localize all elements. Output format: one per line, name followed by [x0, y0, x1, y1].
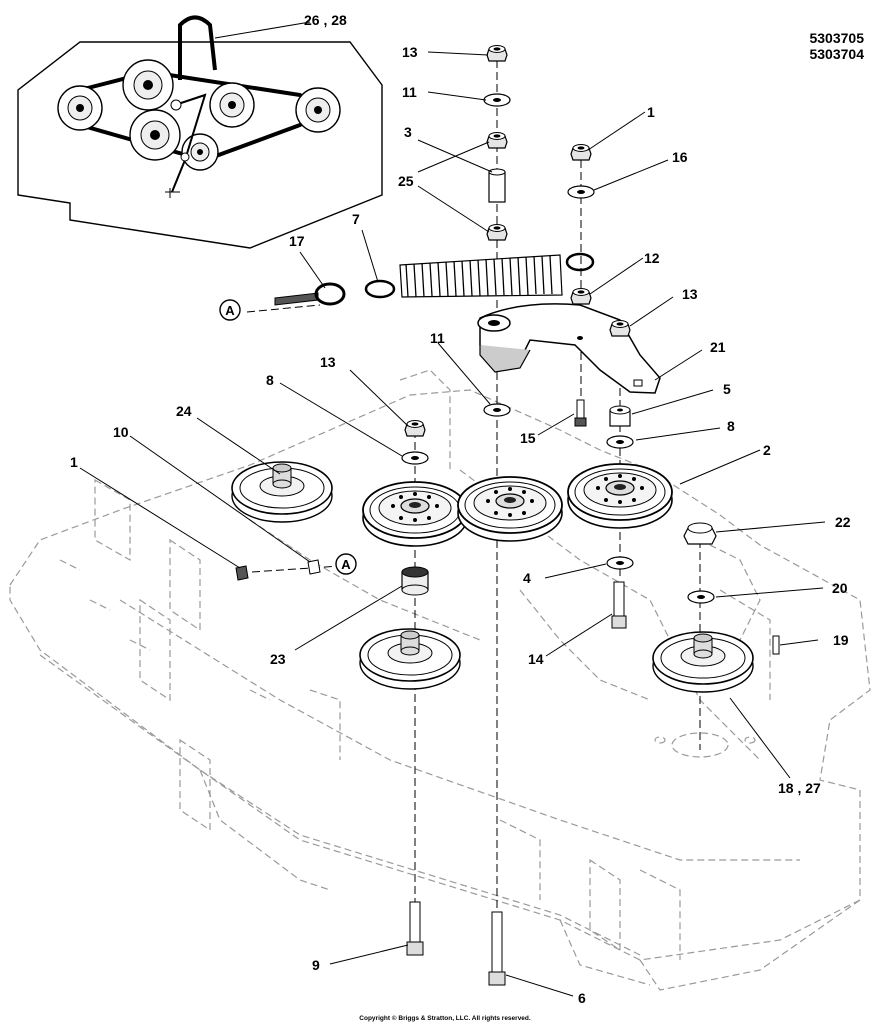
copyright-notice: Copyright © Briggs & Stratton, LLC. All …: [359, 1015, 531, 1022]
reference-marker-a-left: A: [219, 299, 241, 321]
washer-16-icon: [567, 185, 595, 199]
washer-8-right-icon: [606, 435, 634, 449]
callout-8-right: 8: [727, 418, 735, 434]
tension-spring: [399, 254, 563, 298]
nut-13-left-icon: [404, 419, 426, 437]
callout-11-top: 11: [402, 84, 417, 100]
callout-10: 10: [113, 424, 129, 440]
bolt-6-icon: [488, 911, 506, 986]
nut-13-top-icon: [486, 44, 508, 62]
inset-pulley-center: [129, 109, 181, 161]
callout-19: 19: [833, 632, 849, 648]
bracket-10-icon: [307, 559, 321, 575]
callout-18-27: 18 , 27: [778, 780, 821, 796]
callout-5: 5: [723, 381, 731, 397]
nut-22-icon: [683, 522, 717, 545]
callout-26-28: 26 , 28: [304, 12, 347, 28]
nut-12-icon: [570, 287, 592, 305]
pulley-center-left-icon: [362, 481, 468, 547]
inset-pulley-right: [295, 87, 341, 133]
callout-22: 22: [835, 514, 851, 530]
callout-15: 15: [520, 430, 536, 446]
spacer-3-icon: [488, 168, 506, 203]
bolt-9-icon: [406, 901, 424, 956]
callout-25: 25: [398, 173, 414, 189]
part-number-1: 5303705: [809, 30, 864, 46]
callout-3: 3: [404, 124, 412, 140]
bolt-15-icon: [574, 399, 587, 427]
idler-arm: [477, 303, 661, 394]
washer-4-icon: [606, 556, 634, 570]
callout-21: 21: [710, 339, 726, 355]
pulley-lower-left-icon: [359, 628, 461, 690]
callout-4: 4: [523, 570, 531, 586]
spring-hook-left: [364, 279, 396, 299]
callout-23: 23: [270, 651, 286, 667]
inset-pulley-right-upper: [209, 82, 255, 128]
spring-hook-right: [565, 252, 595, 272]
inset-pulley-left: [57, 85, 103, 131]
callout-17: 17: [289, 233, 305, 249]
callout-2: 2: [763, 442, 771, 458]
callout-16: 16: [672, 149, 688, 165]
leader-lines: [79, 21, 826, 997]
callout-12: 12: [644, 250, 660, 266]
callout-13-left: 13: [320, 354, 336, 370]
bearing-25-upper-icon: [486, 131, 508, 149]
spacer-5-icon: [609, 405, 631, 427]
pulley-24-icon: [231, 461, 333, 523]
belt-routing-inset: [17, 15, 383, 249]
part-number-2: 5303704: [809, 46, 864, 62]
inset-pulley-top: [122, 59, 174, 111]
bolt-14-icon: [611, 581, 627, 629]
callout-24: 24: [176, 403, 192, 419]
pin-19-icon: [772, 635, 780, 655]
reference-marker-a-right-label: A: [341, 557, 351, 572]
callout-13-top: 13: [402, 44, 418, 60]
reference-marker-a-right: A: [335, 553, 357, 575]
spacer-23-icon: [401, 566, 429, 596]
callout-1-left: 1: [70, 454, 78, 470]
pulley-18-27-icon: [652, 631, 754, 693]
bearing-25-lower-icon: [486, 223, 508, 241]
washer-8-left-icon: [401, 451, 429, 465]
callout-14: 14: [528, 651, 544, 667]
callout-9: 9: [312, 957, 320, 973]
callout-13-right: 13: [682, 286, 698, 302]
callout-6: 6: [578, 990, 586, 1006]
pulley-center-icon: [457, 476, 563, 542]
callout-1-top: 1: [647, 104, 655, 120]
callout-labels: 13 11 3 25 7 17 1 16 12 13 21 11 15 5 8 …: [70, 12, 851, 1006]
callout-11-lower: 11: [430, 330, 445, 346]
callout-20: 20: [832, 580, 848, 596]
eyebolt: [274, 282, 346, 306]
mower-deck-outline: [9, 369, 871, 991]
washer-20-icon: [687, 590, 715, 604]
nut-1-icon: [570, 143, 592, 161]
nut-13-right-icon: [609, 319, 631, 337]
nut-1-left-icon: [235, 565, 249, 581]
pulley-2-icon: [567, 463, 673, 529]
callout-8-left: 8: [266, 372, 274, 388]
callout-7: 7: [352, 211, 360, 227]
reference-marker-a-left-label: A: [225, 303, 235, 318]
washer-11-top-icon: [483, 93, 511, 107]
washer-11-lower-icon: [483, 403, 511, 417]
